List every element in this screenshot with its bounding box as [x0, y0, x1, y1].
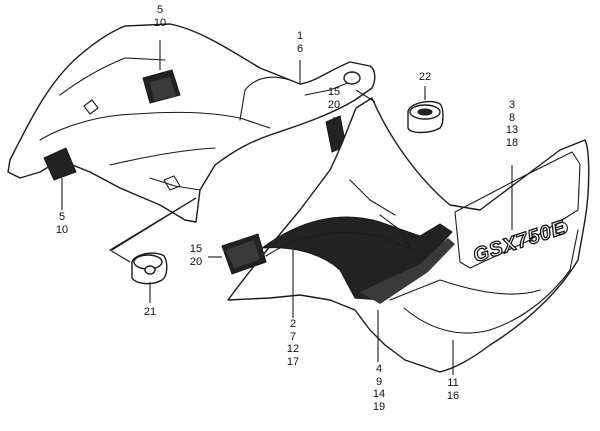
callout-grommet-lower: 21	[143, 306, 157, 318]
grommet-22	[407, 100, 444, 134]
frame-cover-left	[7, 23, 376, 223]
callout-grommet-upper: 22	[418, 71, 432, 83]
leader-lines	[61, 40, 513, 375]
grommet-21	[131, 252, 168, 285]
side-cover-main	[221, 97, 590, 373]
